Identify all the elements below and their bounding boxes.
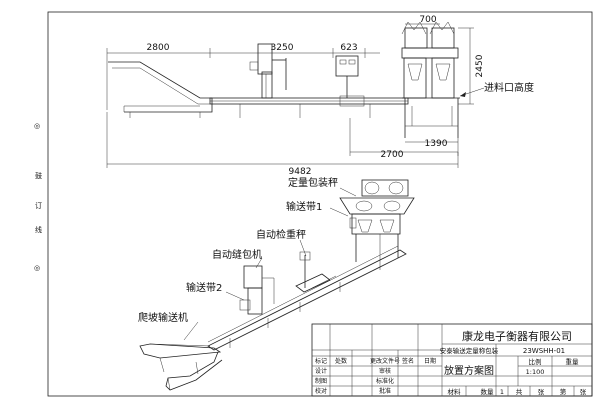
row-signature: 签名 — [402, 357, 414, 365]
qty-label: 数量 — [481, 387, 495, 396]
margin-mark-4: 线 — [35, 225, 42, 234]
dim-9482: 9482 — [289, 167, 312, 177]
margin-mark-3: 订 — [35, 201, 42, 210]
inlet-height-label: 进料口高度 — [484, 81, 534, 94]
margin-mark-2: 鼓 — [35, 171, 42, 180]
label-packing-scale: 定量包装秤 — [288, 176, 338, 189]
margin-mark-1: ◎ — [34, 122, 40, 130]
sheet-total-label: 共 — [516, 387, 523, 396]
label-sewing-machine: 自动缝包机 — [212, 248, 262, 261]
margin-mark-5: ◎ — [34, 264, 40, 272]
company-name: 康龙电子衡器有限公司 — [462, 329, 572, 343]
row-standardization: 标准化 — [376, 377, 394, 385]
binding-margin: ◎ 鼓 订 线 ◎ — [34, 122, 42, 272]
ratio-label: 比例 — [529, 357, 542, 366]
iso-view: 定量包装秤 输送带1 自动检重秤 自动缝包机 输送带2 爬坡输送机 — [138, 176, 415, 391]
sheet-no-label: 第 — [560, 387, 567, 396]
drawing-name: 放置方案图 — [444, 364, 494, 377]
sewing-machine-side — [249, 43, 287, 99]
packing-scale-side — [401, 21, 460, 138]
label-conveyor2: 输送带2 — [186, 281, 222, 294]
qty-value: 1 — [500, 388, 504, 396]
row-mark: 标记 — [315, 357, 327, 365]
dim-2800: 2800 — [147, 43, 170, 53]
row-drafting: 制图 — [315, 377, 327, 385]
dim-1390: 1390 — [425, 139, 448, 149]
row-review: 审核 — [379, 367, 391, 375]
iso-checkweigher — [295, 251, 337, 293]
material-label: 材料 — [448, 387, 462, 396]
dim-2700: 2700 — [381, 150, 404, 160]
row-date: 日期 — [424, 357, 436, 365]
sheet-unit2-label: 张 — [580, 387, 587, 396]
row-approve: 批准 — [379, 387, 391, 395]
sheet-unit-label: 张 — [538, 387, 545, 396]
label-conveyor1: 输送带1 — [286, 200, 322, 213]
title-block: 康龙电子衡器有限公司 安泰输送定量称包装 23WSHH-01 放置方案图 比例 … — [311, 323, 593, 397]
row-change-doc: 更改文件号 — [370, 357, 400, 365]
dim-700: 700 — [419, 15, 436, 25]
row-count: 处数 — [335, 357, 347, 365]
iso-conveyor — [207, 245, 407, 351]
ratio-value: 1:100 — [526, 368, 545, 376]
iso-sewing-machine — [239, 265, 275, 315]
row-design: 设计 — [315, 367, 327, 375]
dim-2450: 2450 — [475, 54, 485, 77]
drawing-number: 23WSHH-01 — [523, 347, 565, 355]
iso-climbing-conveyor — [139, 343, 223, 391]
dim-623: 623 — [340, 43, 357, 53]
checkweigher-side — [335, 55, 365, 107]
top-view: 2800 3250 623 — [106, 15, 534, 177]
label-climbing-conveyor: 爬坡输送机 — [138, 311, 188, 324]
label-checkweigher: 自动检重秤 — [256, 228, 306, 241]
dim-3250: 3250 — [271, 43, 294, 53]
weight-label: 重量 — [566, 358, 580, 366]
row-check: 校对 — [315, 387, 327, 395]
iso-packing-scale — [339, 179, 415, 262]
project-name: 安泰输送定量称包装 — [440, 346, 499, 355]
